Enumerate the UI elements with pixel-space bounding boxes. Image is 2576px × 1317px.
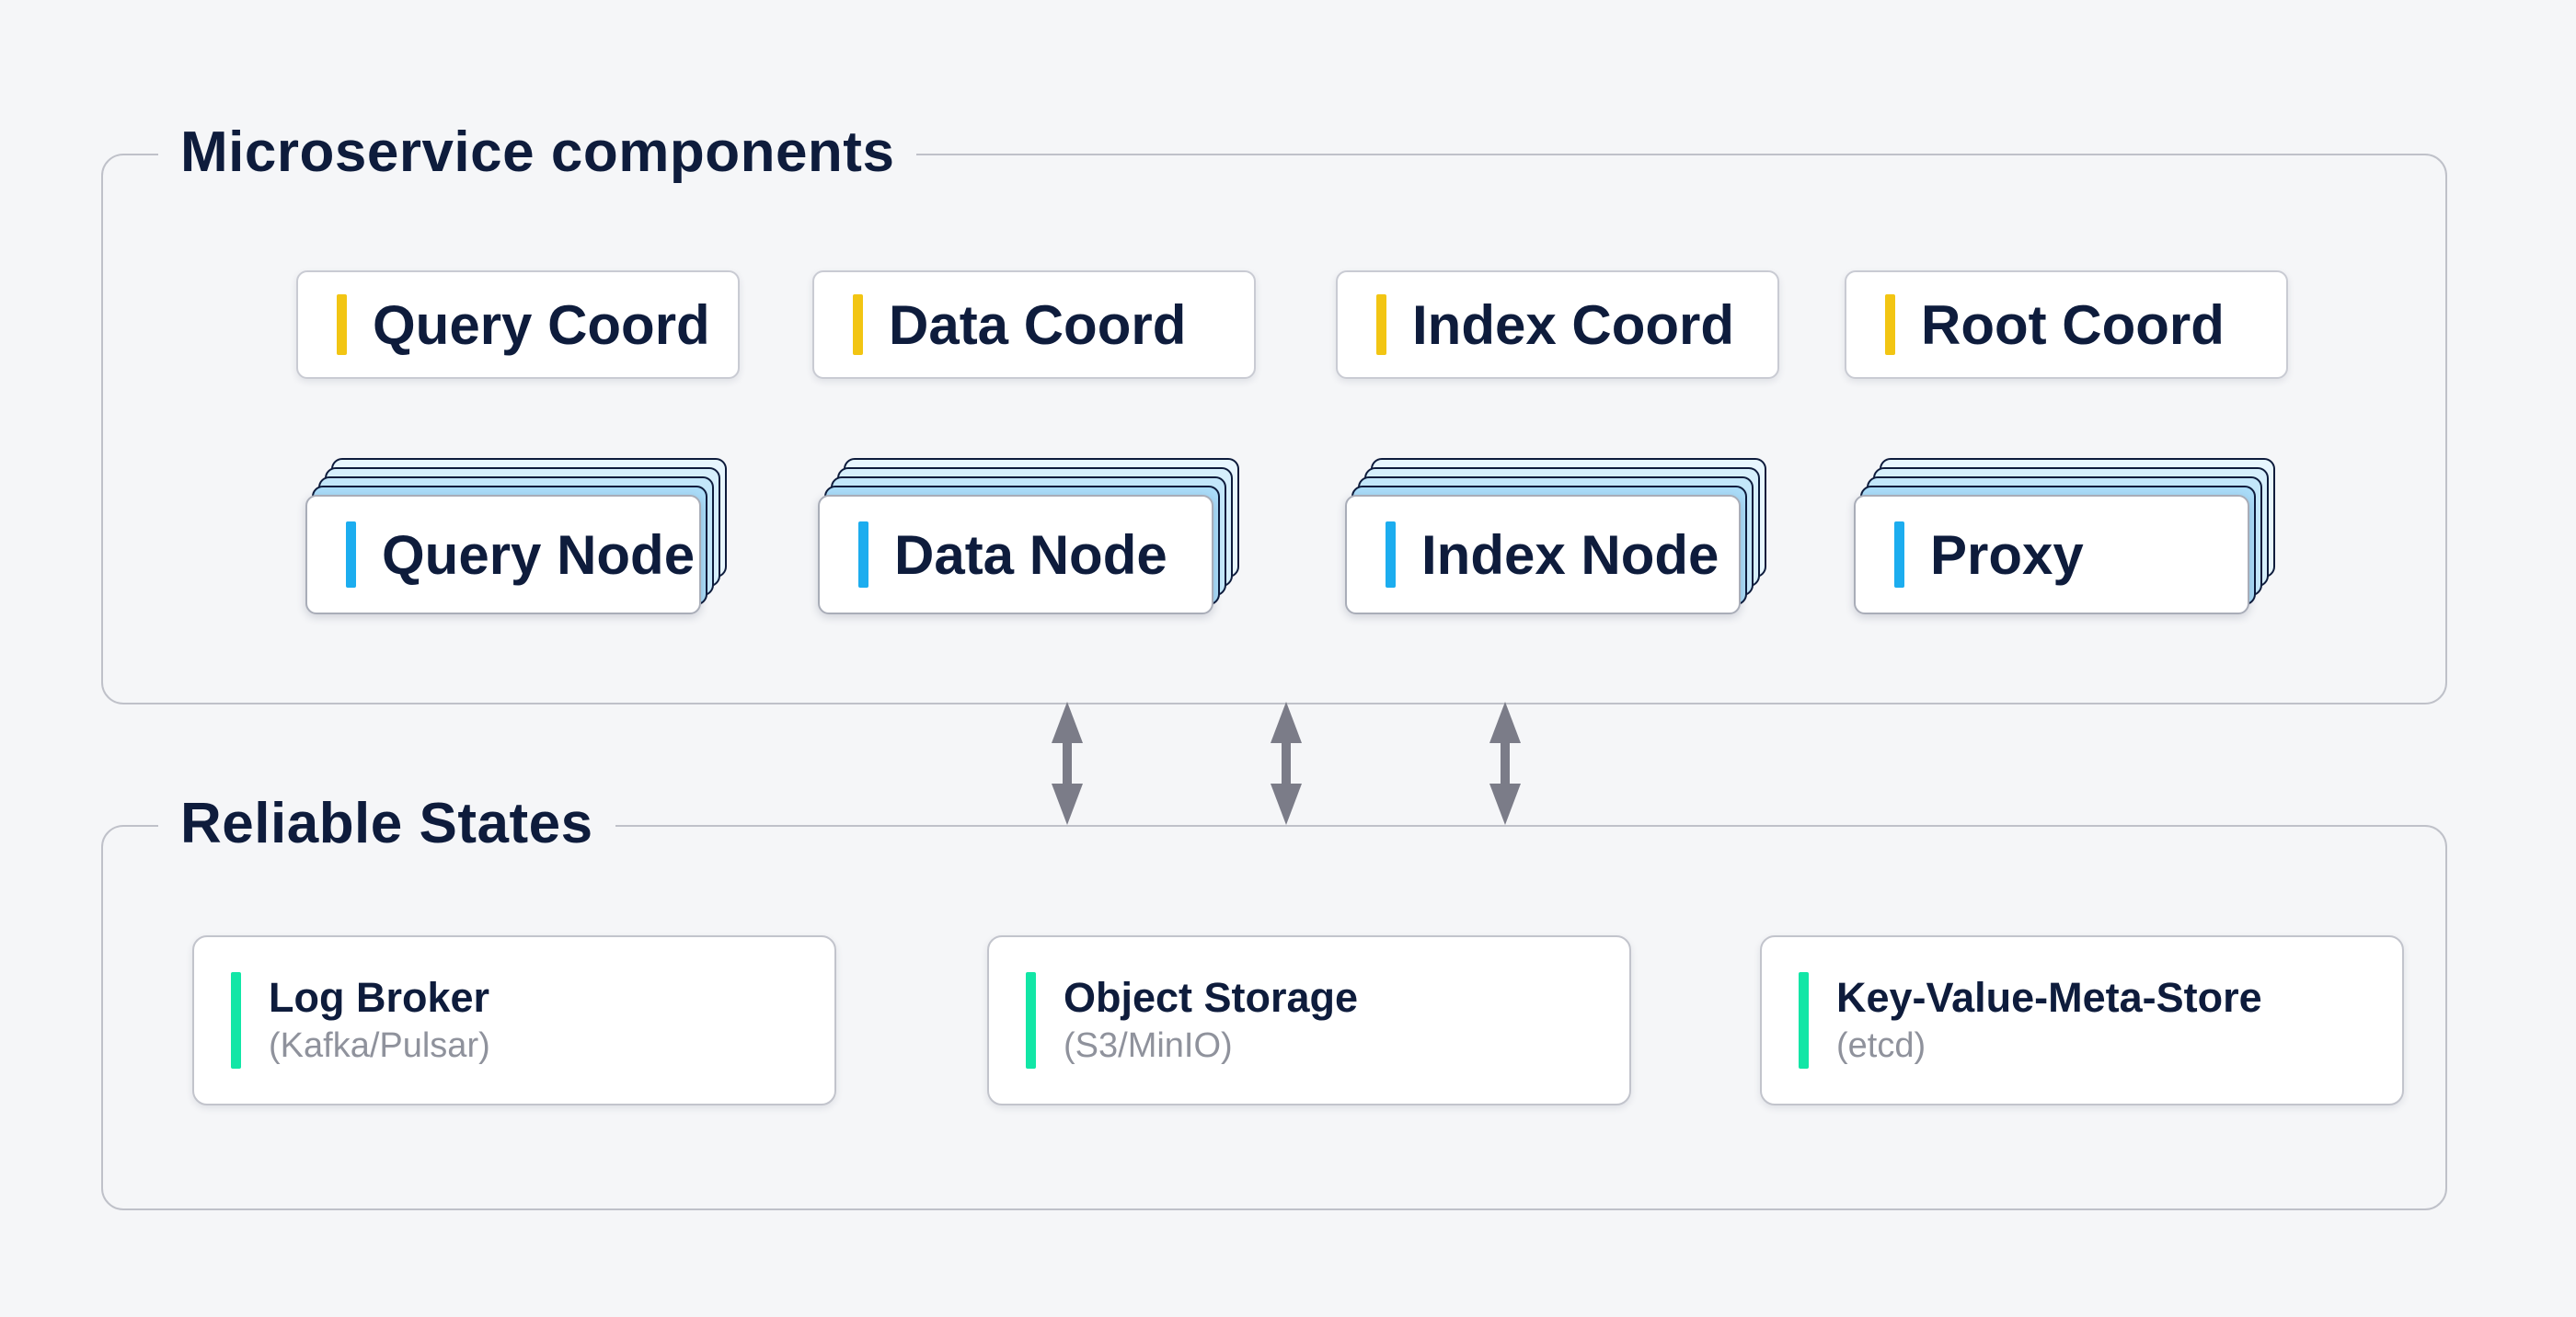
accent-bar-yellow (1376, 294, 1386, 355)
section-microservice-components: Microservice components Query Coord Data… (101, 120, 2447, 704)
accent-bar-blue (1386, 521, 1396, 588)
component-box-root-coord: Root Coord (1845, 270, 2288, 379)
node-stack-query-node: Query Node (305, 458, 727, 614)
store-label: Log Broker (269, 973, 490, 1021)
component-box-query-node: Query Node (305, 495, 701, 614)
component-box-index-node: Index Node (1345, 495, 1741, 614)
component-label: Query Node (382, 523, 696, 586)
component-label: Root Coord (1921, 293, 2225, 356)
component-box-data-coord: Data Coord (812, 270, 1256, 379)
accent-bar-blue (858, 521, 868, 588)
component-label: Data Node (894, 523, 1167, 586)
accent-bar-blue (346, 521, 356, 588)
accent-bar-yellow (853, 294, 863, 355)
accent-bar-blue (1894, 521, 1904, 588)
store-label: Object Storage (1064, 973, 1359, 1021)
store-sublabel: (Kafka/Pulsar) (269, 1026, 490, 1066)
section-reliable-states: Reliable States Log Broker (Kafka/Pulsar… (101, 792, 2447, 1210)
store-box-key-value-meta-store: Key-Value-Meta-Store (etcd) (1760, 935, 2404, 1105)
node-stack-proxy: Proxy (1854, 458, 2275, 614)
component-label: Query Coord (373, 293, 710, 356)
component-label: Index Node (1421, 523, 1719, 586)
bidirectional-arrow-icon (1266, 701, 1306, 826)
component-box-data-node: Data Node (818, 495, 1213, 614)
component-label: Proxy (1930, 523, 2084, 586)
store-box-log-broker: Log Broker (Kafka/Pulsar) (192, 935, 836, 1105)
component-box-proxy: Proxy (1854, 495, 2249, 614)
accent-bar-yellow (337, 294, 347, 355)
store-label: Key-Value-Meta-Store (1836, 973, 2262, 1021)
accent-bar-teal (1026, 972, 1036, 1069)
accent-bar-teal (1799, 972, 1809, 1069)
node-stack-data-node: Data Node (818, 458, 1239, 614)
accent-bar-yellow (1885, 294, 1895, 355)
component-box-index-coord: Index Coord (1336, 270, 1779, 379)
accent-bar-teal (231, 972, 241, 1069)
store-sublabel: (etcd) (1836, 1026, 1926, 1066)
component-label: Index Coord (1412, 293, 1735, 356)
section-title-reliable-states: Reliable States (158, 792, 615, 856)
bidirectional-arrow-icon (1485, 701, 1525, 826)
section-title-microservice-components: Microservice components (158, 120, 917, 185)
node-stack-index-node: Index Node (1345, 458, 1766, 614)
bidirectional-arrow-icon (1047, 701, 1087, 826)
store-sublabel: (S3/MinIO) (1064, 1026, 1233, 1066)
store-box-object-storage: Object Storage (S3/MinIO) (987, 935, 1631, 1105)
component-box-query-coord: Query Coord (296, 270, 740, 379)
component-label: Data Coord (889, 293, 1187, 356)
